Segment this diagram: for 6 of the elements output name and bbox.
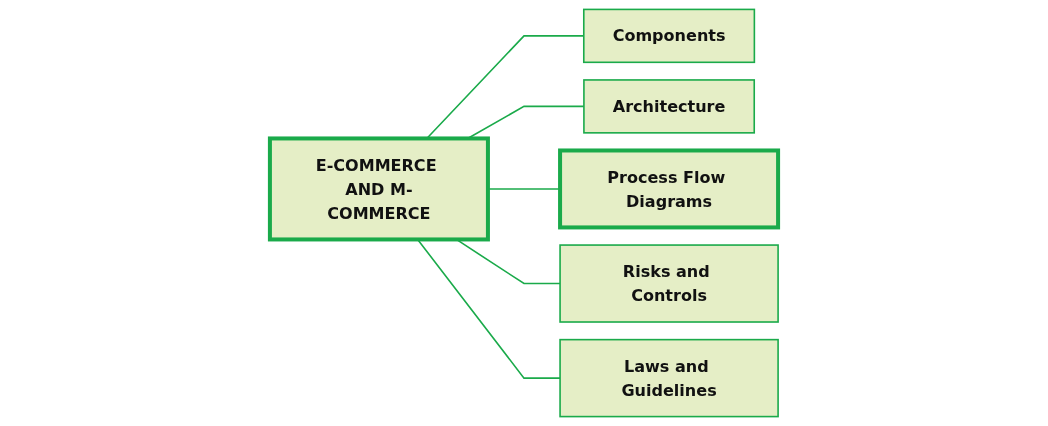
node-box: Risks and Controls [559, 244, 779, 323]
node-box: Architecture [583, 79, 756, 134]
node-box: E-COMMERCE AND M-COMMERCE [267, 136, 490, 242]
node-box: Components [583, 8, 756, 64]
node-box: Process Flow Diagrams [558, 148, 781, 230]
node-box: Laws and Guidelines [559, 338, 779, 418]
